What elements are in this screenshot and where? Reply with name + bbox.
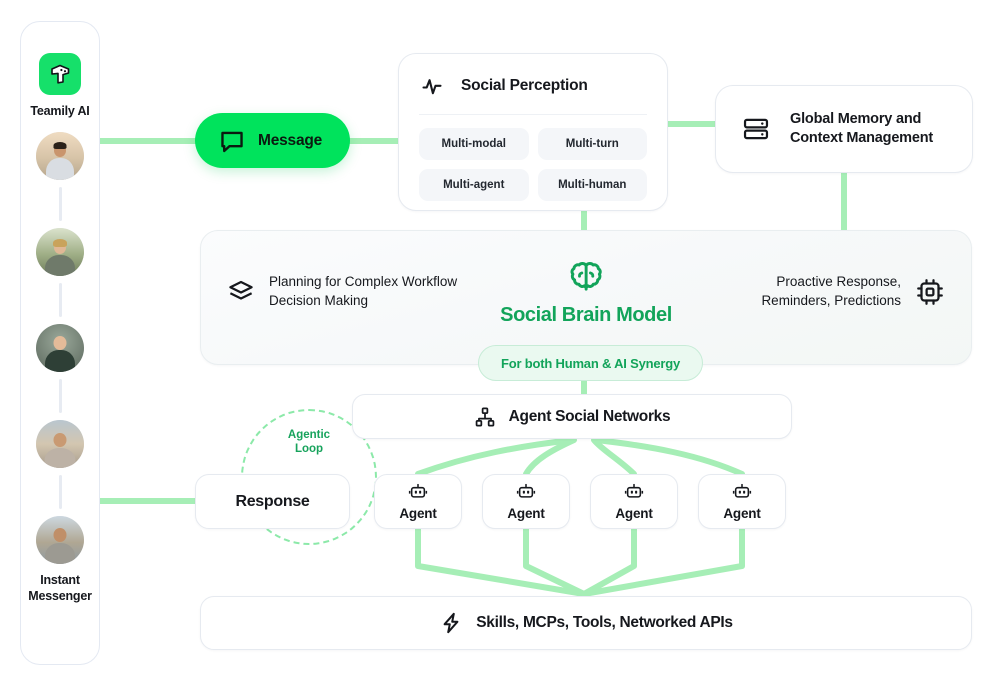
social-brain-panel: Planning for Complex Workflow Decision M… — [200, 230, 972, 365]
perception-divider — [419, 114, 647, 115]
brain-icon — [566, 257, 606, 297]
message-node[interactable]: Message — [195, 113, 350, 168]
agent-node[interactable]: Agent — [482, 474, 570, 529]
instant-messenger-label: Instant Messenger — [28, 573, 92, 604]
agent-label: Agent — [507, 505, 545, 521]
avatar[interactable] — [36, 228, 84, 276]
agent-node[interactable]: Agent — [374, 474, 462, 529]
avatar[interactable] — [36, 420, 84, 468]
sitemap-network-icon — [474, 406, 496, 428]
lightning-bolt-icon — [439, 611, 463, 635]
synergy-badge: For both Human & AI Synergy — [478, 345, 704, 381]
avatar-connector — [58, 187, 62, 221]
agentic-loop-label: Agentic Loop — [269, 428, 349, 456]
brand-label: Teamily AI — [30, 104, 90, 118]
global-memory-title: Global Memory and Context Management — [790, 110, 933, 148]
proactive-text: Proactive Response, Reminders, Predictio… — [761, 273, 901, 310]
global-memory-card: Global Memory and Context Management — [715, 85, 973, 173]
agent-node[interactable]: Agent — [698, 474, 786, 529]
avatar[interactable] — [36, 132, 84, 180]
cpu-chip-icon — [915, 277, 945, 307]
agent-label: Agent — [399, 505, 437, 521]
gmem-line2: Context Management — [790, 130, 934, 146]
im-label-line1: Instant — [40, 573, 80, 587]
agent-label: Agent — [615, 505, 653, 521]
planning-line2: Decision Making — [269, 292, 369, 308]
perception-chip-grid: Multi-modal Multi-turn Multi-agent Multi… — [399, 115, 667, 201]
avatar-connector — [58, 283, 62, 317]
pulse-activity-icon — [421, 74, 445, 98]
gmem-line1: Global Memory and — [790, 110, 922, 127]
skills-title: Skills, MCPs, Tools, Networked APIs — [476, 614, 733, 631]
robot-icon — [516, 483, 536, 503]
response-label: Response — [235, 492, 310, 510]
wire-asn-fanout — [415, 437, 745, 477]
avatar-connector — [58, 379, 62, 413]
planning-block: Planning for Complex Workflow Decision M… — [227, 273, 457, 310]
avatar-stack — [36, 132, 84, 564]
brain-block: Social Brain Model — [500, 257, 672, 327]
planning-text: Planning for Complex Workflow Decision M… — [269, 273, 457, 310]
planning-line1: Planning for Complex Workflow — [269, 274, 458, 289]
layers-icon — [227, 278, 255, 306]
robot-icon — [624, 483, 644, 503]
perception-chip[interactable]: Multi-turn — [537, 128, 647, 160]
perception-header: Social Perception — [399, 54, 667, 98]
robot-icon — [732, 483, 752, 503]
agent-social-networks-card: Agent Social Networks — [352, 394, 792, 439]
proactive-line1: Proactive Response, — [776, 274, 901, 289]
social-perception-card: Social Perception Multi-modal Multi-turn… — [398, 53, 668, 211]
chat-bubble-icon — [219, 128, 245, 154]
loop-line1: Agentic — [287, 429, 331, 441]
response-node[interactable]: Response — [195, 474, 350, 529]
perception-chip[interactable]: Multi-agent — [419, 169, 529, 201]
asn-title: Agent Social Networks — [508, 407, 671, 425]
loop-line2: Loop — [294, 443, 324, 456]
perception-chip[interactable]: Multi-human — [537, 169, 647, 201]
agent-label: Agent — [723, 505, 761, 521]
robot-icon — [408, 483, 428, 503]
proactive-line2: Reminders, Predictions — [761, 292, 901, 308]
server-stack-icon — [742, 115, 770, 143]
agent-node[interactable]: Agent — [590, 474, 678, 529]
synergy-label: For both Human & AI Synergy — [501, 355, 681, 371]
teamily-logo-icon — [39, 53, 81, 95]
perception-title: Social Perception — [461, 77, 588, 94]
im-label-line2: Messenger — [28, 588, 92, 603]
perception-chip[interactable]: Multi-modal — [419, 128, 529, 160]
avatar[interactable] — [36, 516, 84, 564]
message-label: Message — [258, 131, 323, 149]
avatar[interactable] — [36, 324, 84, 372]
skills-tools-card: Skills, MCPs, Tools, Networked APIs — [200, 596, 972, 650]
wire-agents-to-skills — [415, 526, 745, 597]
contacts-sidebar: Teamily AI — [20, 21, 100, 665]
brain-title: Social Brain Model — [500, 304, 672, 326]
avatar-connector — [58, 475, 62, 509]
proactive-block: Proactive Response, Reminders, Predictio… — [761, 273, 945, 310]
